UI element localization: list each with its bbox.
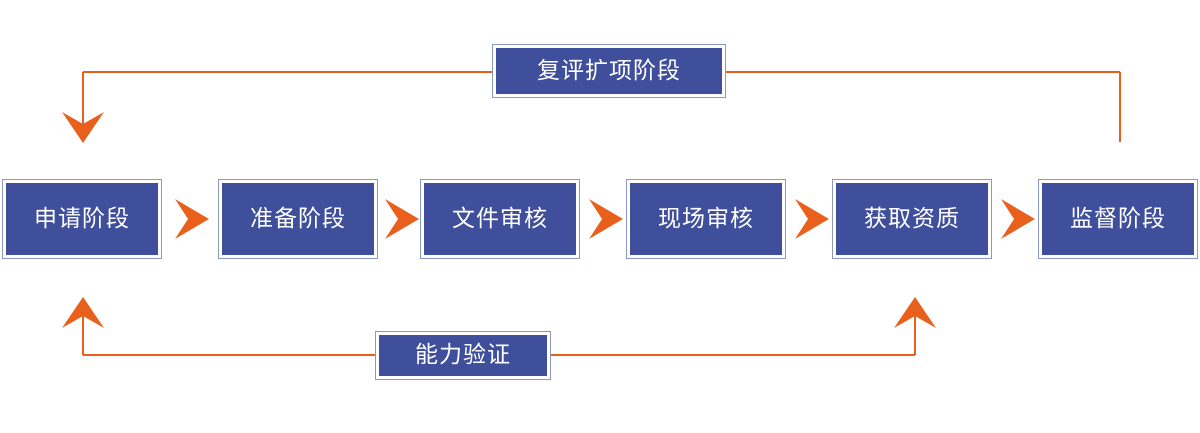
stage-box-doc-review-fill: 文件审核 (425, 184, 575, 254)
stage-box-supervise[interactable]: 监督阶段 (1038, 179, 1198, 259)
chevron-right-icon-2 (385, 199, 419, 239)
stage-label-onsite: 现场审核 (658, 205, 754, 232)
stage-label-doc-review: 文件审核 (452, 205, 548, 232)
chevron-right-icon-4 (795, 199, 829, 239)
chevron-right-icon-5 (1001, 199, 1035, 239)
stage-box-onsite[interactable]: 现场审核 (626, 179, 786, 259)
loop-label-proficiency-testing: 能力验证 (415, 342, 511, 368)
loop-box-proficiency-testing-fill: 能力验证 (380, 336, 546, 375)
stage-box-prepare-fill: 准备阶段 (223, 184, 373, 254)
stage-box-supervise-fill: 监督阶段 (1043, 184, 1193, 254)
stage-box-apply-fill: 申请阶段 (7, 184, 157, 254)
loop-box-reassessment[interactable]: 复评扩项阶段 (492, 44, 726, 98)
loop-box-reassessment-fill: 复评扩项阶段 (497, 49, 721, 93)
chevron-right-icon-3 (589, 199, 623, 239)
stage-box-prepare[interactable]: 准备阶段 (218, 179, 378, 259)
stage-label-prepare: 准备阶段 (250, 205, 346, 232)
stage-box-onsite-fill: 现场审核 (631, 184, 781, 254)
stage-box-apply[interactable]: 申请阶段 (2, 179, 162, 259)
stage-label-apply: 申请阶段 (34, 205, 130, 232)
bottom-loop-right-up-arrowhead-icon (894, 297, 936, 328)
stage-label-supervise: 监督阶段 (1070, 205, 1166, 232)
loop-box-proficiency-testing[interactable]: 能力验证 (375, 331, 551, 380)
top-loop-down-arrowhead-icon (62, 112, 104, 143)
stage-box-doc-review[interactable]: 文件审核 (420, 179, 580, 259)
stage-label-qualify: 获取资质 (864, 205, 960, 232)
bottom-loop-left-up-arrowhead-icon (62, 297, 104, 328)
stage-box-qualify[interactable]: 获取资质 (832, 179, 992, 259)
chevron-right-icon-1 (175, 199, 209, 239)
loop-label-reassessment: 复评扩项阶段 (537, 57, 681, 84)
stage-box-qualify-fill: 获取资质 (837, 184, 987, 254)
